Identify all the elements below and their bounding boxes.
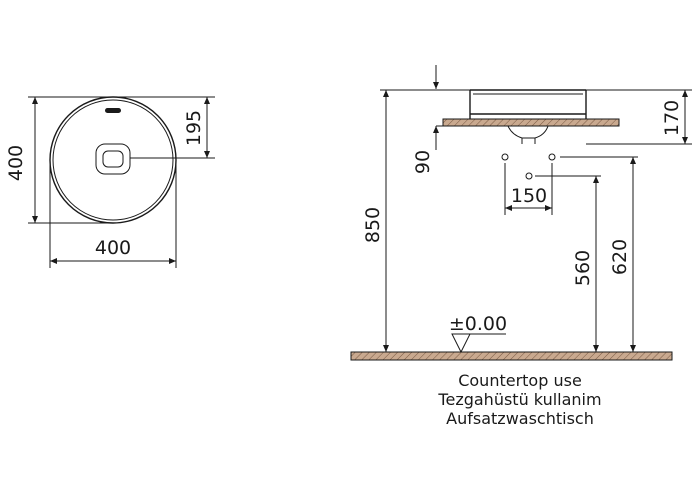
drain-inner <box>102 150 124 168</box>
drain-outer <box>95 143 131 175</box>
bowl-height-dim-label: 170 <box>661 100 683 136</box>
width-dim-label: 400 <box>95 237 131 259</box>
total-height-dim-label: 850 <box>362 207 384 243</box>
height-dim-label: 400 <box>5 145 27 181</box>
pipe-spacing-dim-label: 150 <box>511 185 547 207</box>
caption-line-1: Countertop use <box>458 371 582 390</box>
caption-line-3: Aufsatzwaschtisch <box>446 409 594 428</box>
drain-spigot <box>507 125 549 139</box>
basin-outer-rim <box>49 96 177 224</box>
floor-slab <box>350 351 673 361</box>
floor-level-triangle <box>451 333 471 354</box>
waste-height-dim-label: 560 <box>572 250 594 286</box>
floor-level-label: ±0.00 <box>449 313 507 335</box>
drain-offset-dim-label: 195 <box>183 110 205 146</box>
supply-height-dim-label: 620 <box>609 239 631 275</box>
left-supply-point <box>501 153 509 161</box>
side-view: 170 90 150 850 560 620 ±0.00 Cou <box>350 65 692 428</box>
countertop-slab <box>442 118 620 127</box>
waste-point <box>525 172 533 180</box>
top-view: 400 400 195 <box>5 96 215 268</box>
basin-inner-rim <box>52 99 174 221</box>
overflow-slot <box>105 108 121 113</box>
drain-depth-dim-label: 90 <box>412 150 434 174</box>
caption-line-2: Tezgahüstü kullanim <box>437 390 601 409</box>
right-supply-point <box>548 153 556 161</box>
basin-body <box>469 89 587 119</box>
